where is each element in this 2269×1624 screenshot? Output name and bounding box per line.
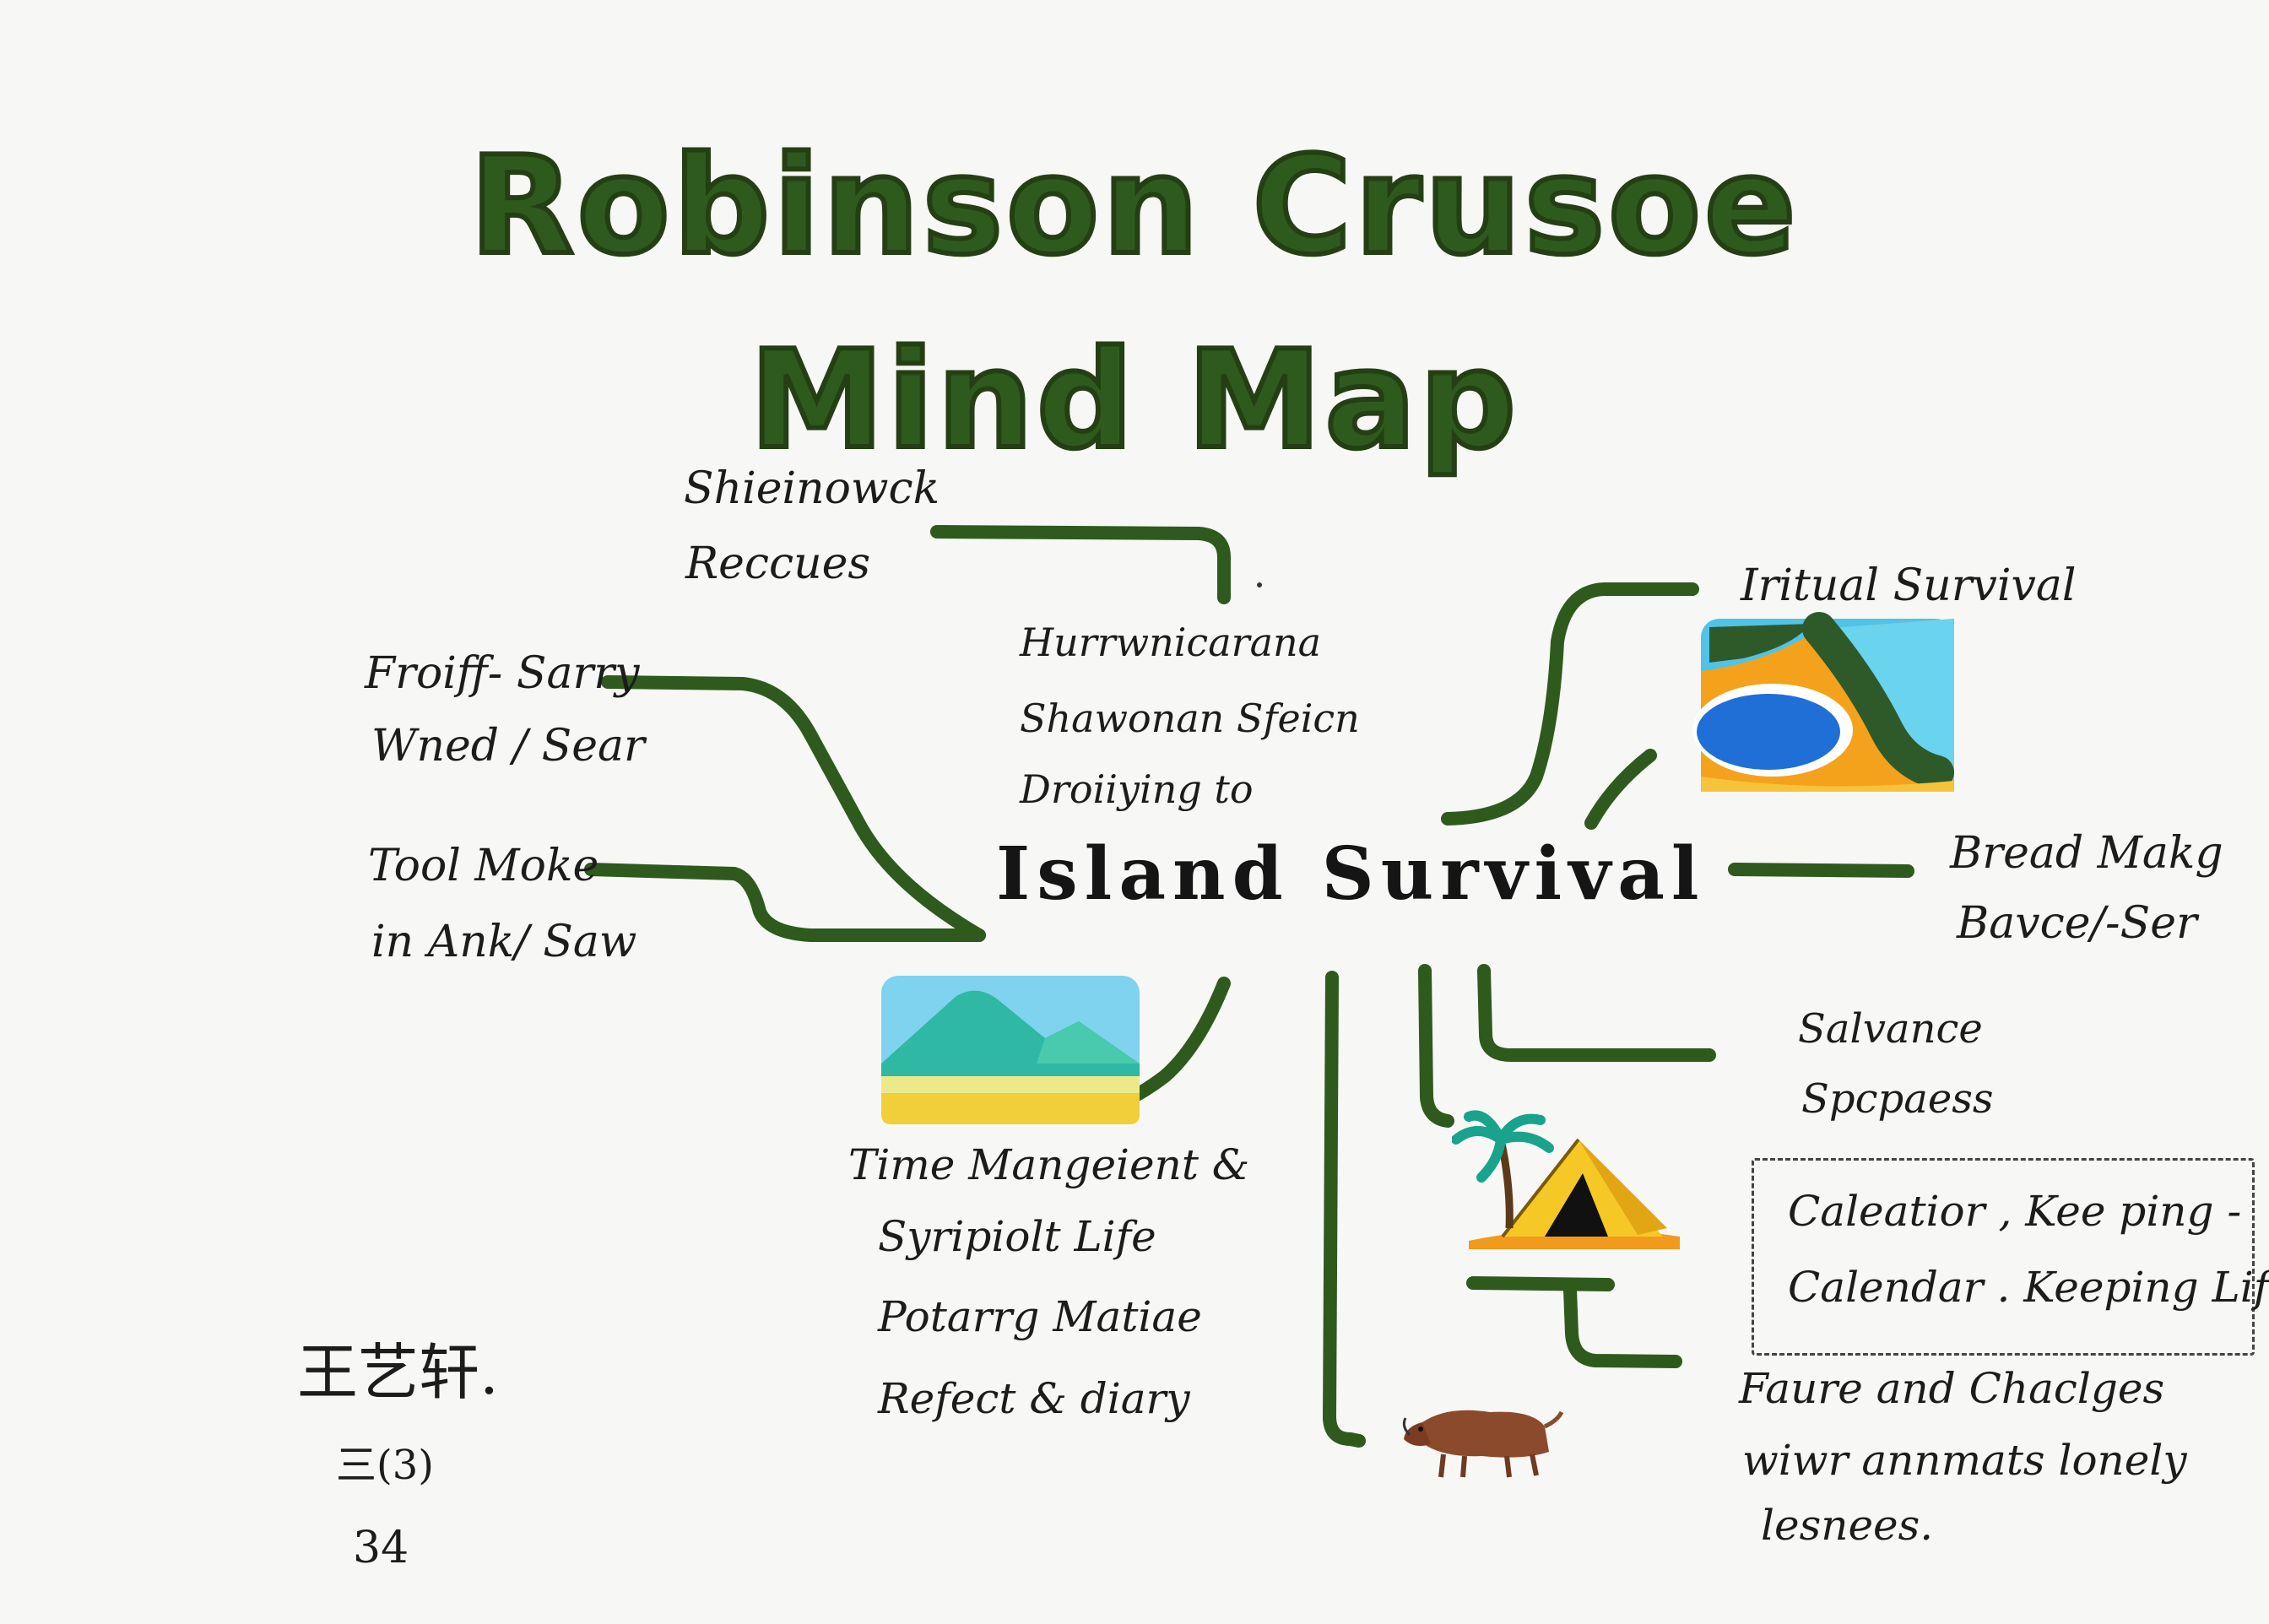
author-number: 34 xyxy=(353,1523,409,1573)
bread-line-1: Bread Makg xyxy=(1950,828,2223,879)
faure-line-2: wiwr annmats lonely xyxy=(1742,1436,2187,1485)
branch-line-bread xyxy=(1728,863,1914,878)
title-line-2: Mind Map xyxy=(747,318,1519,481)
author-class: 三(3) xyxy=(336,1442,434,1489)
mountain-beach-drawing xyxy=(881,976,1140,1124)
branch-line-tent xyxy=(1418,964,1454,1128)
beach-island-drawing xyxy=(1692,612,1954,792)
faure-line-3: lesnees. xyxy=(1761,1501,1934,1550)
branch-line-froiff xyxy=(601,675,986,942)
boar-drawing xyxy=(1402,1410,1564,1478)
central-topic: Island Survival xyxy=(996,831,1706,917)
calendar-line-1: Caleatior , Kee ping - xyxy=(1788,1187,2242,1236)
calendar-line-2: Calendar . Keeping Life xyxy=(1788,1263,2269,1312)
branch-line-shipwreck xyxy=(930,525,1231,604)
bread-line-2: Bavce/-Ser xyxy=(1957,898,2197,949)
froiff-line-2: Wned / Sear xyxy=(371,721,645,771)
tent-palm-drawing xyxy=(1452,1110,1680,1249)
salvance-line-2: Spcpaess xyxy=(1801,1075,1994,1123)
time-line-4: Refect & diary xyxy=(878,1374,1190,1423)
froiff-line-1: Froiff- Sarry xyxy=(365,648,640,699)
initial-survival-label: Iritual Survival xyxy=(1741,560,2077,611)
calendar-box xyxy=(1752,1158,2255,1356)
tool-line-2: in Ank/ Saw xyxy=(371,917,637,967)
branch-line-trunk xyxy=(1323,971,1366,1448)
branch-line-faure-down xyxy=(1563,1283,1682,1368)
hurricane-line-2: Shawonan Sfeicn xyxy=(1020,696,1360,741)
tool-line-1: Tool Moke xyxy=(368,841,599,891)
title-line-1: Robinson Crusoe xyxy=(467,124,1800,287)
salvance-line-1: Salvance xyxy=(1798,1005,1983,1053)
branch-line-mountain xyxy=(1129,977,1231,1102)
time-line-2: Syripiolt Life xyxy=(878,1212,1156,1261)
shipwreck-line-2: Reccues xyxy=(685,539,871,589)
author-name: 王艺轩. xyxy=(297,1337,499,1408)
hurricane-line-1: Hurrwnicarana xyxy=(1020,620,1322,665)
branch-line-salvance xyxy=(1477,964,1716,1062)
branch-line-faure xyxy=(1466,1276,1615,1291)
faure-line-1: Faure and Chaclges xyxy=(1739,1364,2165,1413)
branch-line-initial xyxy=(1441,582,1699,826)
branch-line-initial-pic xyxy=(1584,749,1657,830)
time-line-1: Time Mangeient & xyxy=(848,1140,1250,1189)
time-line-3: Potarrg Matiae xyxy=(878,1292,1202,1341)
hurricane-line-3: Droiiying to xyxy=(1020,766,1254,812)
branch-line-tool xyxy=(584,863,986,942)
shipwreck-line-1: Shieinowck xyxy=(684,463,940,514)
